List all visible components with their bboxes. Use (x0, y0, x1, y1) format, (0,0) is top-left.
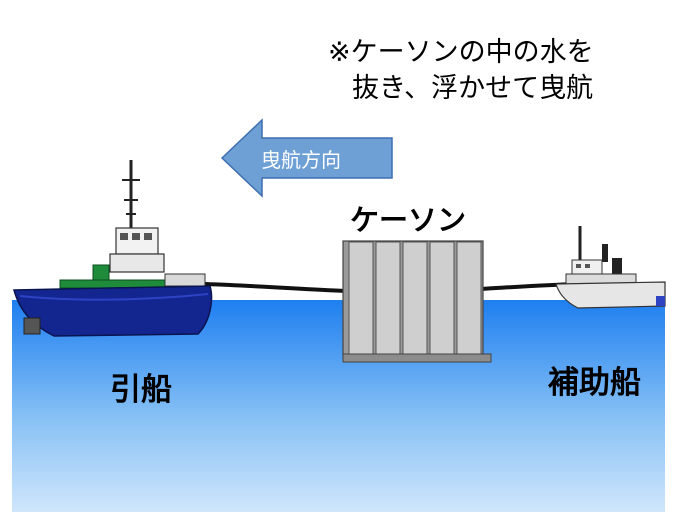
tugboat-label: 引船 (110, 372, 172, 408)
direction-arrow (220, 118, 393, 198)
caisson-block (342, 240, 492, 363)
tugboat-vessel (13, 160, 213, 337)
note-line-1: ※ケーソンの中の水を (328, 37, 594, 68)
tow-rope-front (204, 282, 347, 293)
note-line-2: 抜き、浮かせて曳航 (352, 73, 594, 104)
towing-direction-label: 曳航方向 (261, 148, 341, 172)
auxiliary-ship-vessel (555, 226, 666, 309)
caisson-label: ケーソン (350, 203, 467, 237)
auxiliary-ship-label: 補助船 (548, 365, 641, 401)
